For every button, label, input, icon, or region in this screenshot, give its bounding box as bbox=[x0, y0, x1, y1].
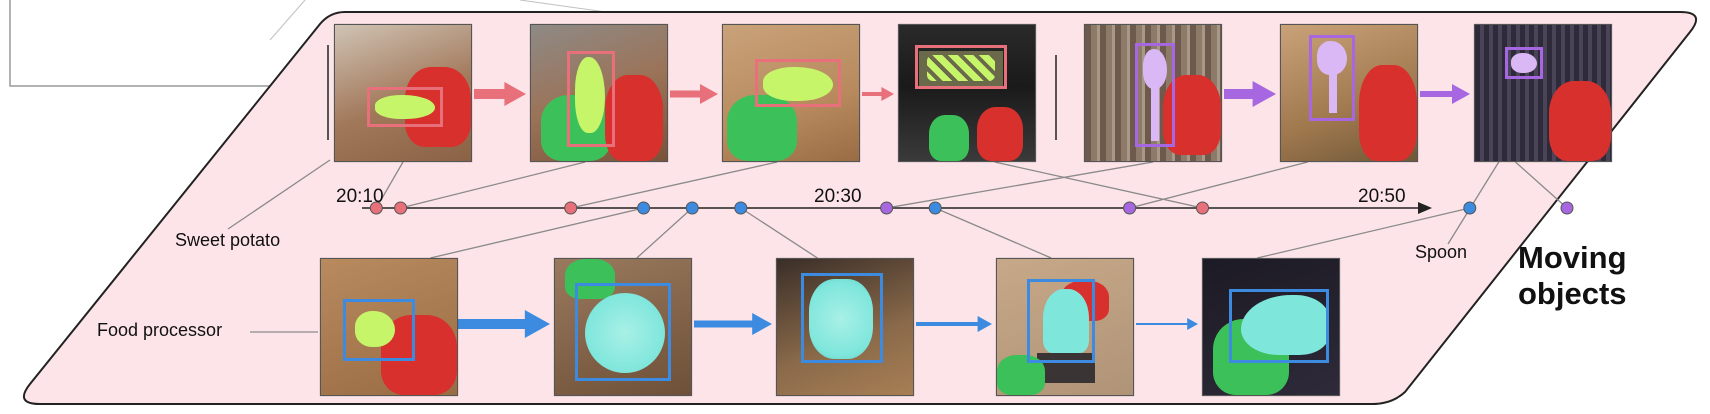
connector-lines bbox=[227, 159, 1568, 333]
food-processor-bbox bbox=[343, 299, 415, 361]
flow-arrow-food-processor bbox=[1136, 318, 1198, 330]
spoon-bbox bbox=[1505, 47, 1543, 79]
sweet-potato-bbox bbox=[755, 59, 841, 107]
food-processor-frame-4 bbox=[996, 258, 1134, 396]
flow-arrow-food-processor bbox=[458, 310, 550, 338]
food-processor-mask bbox=[809, 279, 873, 359]
sweet-potato-mask bbox=[355, 311, 395, 347]
connector-line bbox=[430, 207, 644, 259]
food-processor-bbox bbox=[575, 283, 671, 381]
food-processor-frame-3 bbox=[776, 258, 914, 396]
food-processor-frame-5 bbox=[1202, 258, 1340, 396]
inset-box-outline bbox=[9, 0, 305, 87]
food-processor-mask bbox=[585, 293, 665, 373]
event-dot-sweet-potato bbox=[1196, 201, 1209, 215]
flow-arrow-sweet-potato bbox=[862, 87, 894, 101]
event-dot-sweet-potato bbox=[369, 201, 383, 215]
food-processor-mask bbox=[1043, 289, 1089, 353]
event-dot-spoon bbox=[1560, 201, 1574, 215]
event-dot-food-processor bbox=[1463, 201, 1477, 215]
spoon-handle-mask bbox=[1329, 71, 1337, 113]
object-label-spoon: Spoon bbox=[1415, 242, 1468, 262]
sweet-potato-bbox bbox=[367, 87, 443, 127]
object-label-sweet-potato: Sweet potato bbox=[175, 230, 281, 250]
food-processor-mask bbox=[1241, 295, 1329, 355]
sweet-potato-mask bbox=[375, 95, 435, 119]
flow-arrows bbox=[458, 81, 1470, 338]
connector-line bbox=[934, 207, 1052, 259]
food-processor-bbox bbox=[1229, 289, 1329, 363]
connector-line bbox=[400, 161, 586, 209]
event-dot-food-processor bbox=[637, 201, 651, 215]
sweet-potato-frame-4 bbox=[898, 24, 1036, 162]
spoon-bbox bbox=[1135, 43, 1175, 147]
section-title: Moving objects bbox=[1518, 240, 1627, 312]
event-dot-food-processor bbox=[685, 201, 699, 215]
connector-line bbox=[994, 161, 1203, 209]
sweet-potato-frame-2 bbox=[530, 24, 668, 162]
event-dot-spoon bbox=[880, 201, 894, 215]
timeline-arrowhead bbox=[1418, 202, 1432, 214]
event-dot-food-processor bbox=[734, 201, 748, 215]
spoon-frame-2 bbox=[1280, 24, 1418, 162]
timeline-events bbox=[369, 201, 1574, 215]
sweet-potato-mask bbox=[927, 55, 995, 81]
right-hand-mask bbox=[1549, 81, 1611, 161]
sweet-potato-frame-1 bbox=[334, 24, 472, 162]
connector-line bbox=[1514, 161, 1568, 209]
sweet-potato-mask bbox=[575, 57, 605, 133]
spoon-bbox bbox=[1309, 35, 1355, 121]
section-title-line-1: Moving bbox=[1518, 240, 1627, 275]
sweet-potato-frame-3 bbox=[722, 24, 860, 162]
left-hand-mask bbox=[929, 115, 969, 161]
flow-arrow-food-processor bbox=[916, 316, 992, 332]
connector-line bbox=[740, 207, 818, 259]
label-leader-line bbox=[227, 159, 331, 230]
flow-arrow-sweet-potato bbox=[474, 82, 526, 106]
label-leader-line bbox=[1447, 159, 1501, 245]
flow-arrow-spoon bbox=[1420, 84, 1470, 104]
spoon-mask bbox=[1511, 53, 1537, 73]
flow-arrow-sweet-potato bbox=[670, 84, 718, 104]
right-hand-mask bbox=[977, 107, 1023, 161]
tick-label: 20:50 bbox=[1358, 186, 1406, 207]
connector-line bbox=[1257, 207, 1470, 259]
left-hand-mask bbox=[565, 259, 615, 299]
food-processor-bbox bbox=[1027, 279, 1095, 363]
spoon-handle-mask bbox=[1151, 85, 1159, 141]
flow-arrow-spoon bbox=[1224, 81, 1276, 107]
event-dot-food-processor bbox=[928, 201, 942, 215]
processor-base bbox=[1037, 353, 1095, 383]
connector-line bbox=[886, 161, 1154, 209]
right-hand-mask bbox=[1359, 65, 1417, 161]
event-dot-sweet-potato bbox=[394, 201, 408, 215]
section-title-line-2: objects bbox=[1518, 276, 1627, 311]
tick-label: 20:30 bbox=[814, 186, 862, 207]
event-dot-spoon bbox=[1123, 201, 1137, 215]
tick-label: 20:10 bbox=[336, 186, 384, 207]
spoon-frame-1 bbox=[1084, 24, 1222, 162]
food-processor-frame-1 bbox=[320, 258, 458, 396]
connector-line bbox=[1129, 161, 1308, 209]
sweet-potato-bbox bbox=[567, 51, 615, 147]
food-processor-frame-2 bbox=[554, 258, 692, 396]
food-processor-bbox bbox=[801, 273, 883, 363]
flow-arrow-food-processor bbox=[694, 313, 772, 335]
connector-line bbox=[636, 207, 693, 259]
spoon-frame-3 bbox=[1474, 24, 1612, 162]
sweet-potato-bbox bbox=[915, 45, 1007, 89]
spoon-mask bbox=[1143, 49, 1167, 89]
event-dot-sweet-potato bbox=[564, 201, 578, 215]
spoon-mask bbox=[1317, 41, 1347, 75]
sweet-potato-mask bbox=[763, 67, 833, 101]
connector-line bbox=[570, 161, 778, 209]
connector-line bbox=[375, 161, 404, 209]
inset-connector-line bbox=[269, 0, 306, 41]
object-label-food-processor: Food processor bbox=[97, 320, 223, 340]
